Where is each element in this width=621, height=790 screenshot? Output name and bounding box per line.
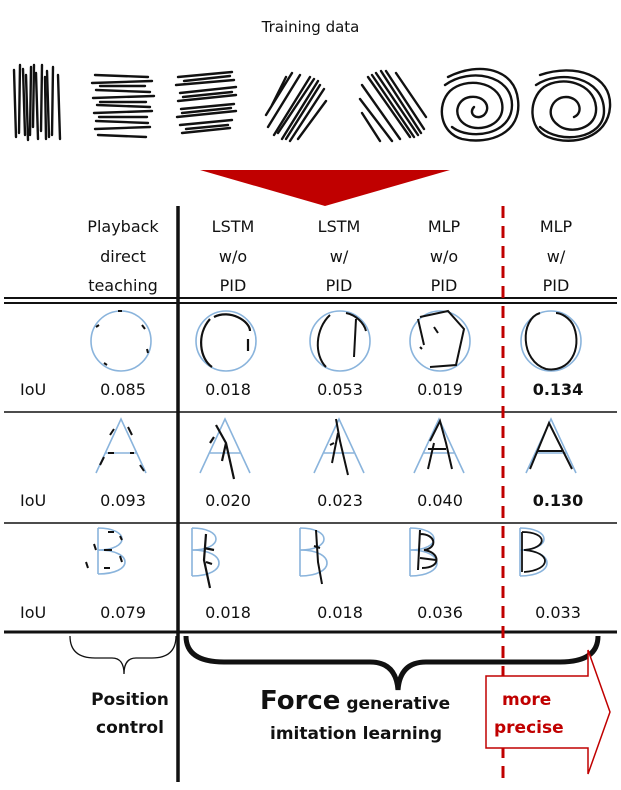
iou-circle-lstm-wo-pid: 0.018 (205, 380, 251, 399)
iou-a-lstm-wo-pid: 0.020 (205, 491, 251, 510)
iou-circle-lstm-w-pid: 0.053 (317, 380, 363, 399)
down-arrow-triangle (200, 170, 450, 206)
circle-mlp-w-pid (520, 310, 582, 372)
iou-a-lstm-w-pid: 0.023 (317, 491, 363, 510)
training-sample-horizontal-lines (90, 73, 156, 139)
iou-a-playback: 0.093 (100, 491, 146, 510)
letter-b-mlp-w-pid (519, 527, 548, 577)
training-sample-diagonal-up (264, 71, 328, 143)
force-learning-label: Force generative imitation learning (260, 686, 451, 744)
circle-playback (90, 310, 152, 372)
letter-b-lstm-w-pid (299, 527, 328, 585)
training-sample-spiral-2 (531, 69, 612, 142)
iou-circle-playback: 0.085 (100, 380, 146, 399)
iou-b-lstm-wo-pid: 0.018 (205, 603, 251, 622)
iou-b-mlp-w-pid: 0.033 (535, 603, 581, 622)
more-precise-arrow (485, 649, 611, 775)
circle-mlp-wo-pid (409, 309, 471, 372)
circle-lstm-wo-pid (195, 310, 257, 372)
letter-a-lstm-wo-pid (199, 417, 251, 480)
row-letter-a-drawings (95, 417, 577, 480)
letter-b-lstm-wo-pid (191, 527, 220, 589)
row-1-label: IoU (20, 380, 47, 399)
more-precise-label: more precise (494, 690, 564, 738)
row-circle-drawings (90, 309, 582, 372)
training-sample-diagonal-down (358, 69, 428, 143)
letter-b-playback (85, 527, 126, 575)
training-sample-slanted-lines (174, 70, 238, 135)
iou-a-mlp-wo-pid: 0.040 (417, 491, 463, 510)
circle-lstm-w-pid (309, 310, 371, 372)
letter-a-mlp-wo-pid (413, 417, 465, 474)
training-data-title: Training data (261, 18, 360, 36)
training-data-strip (12, 63, 612, 143)
letter-b-mlp-wo-pid (409, 527, 438, 577)
position-brace (69, 635, 177, 675)
force-brace (183, 635, 601, 691)
training-sample-spiral-1 (440, 67, 520, 142)
letter-a-playback (95, 417, 147, 474)
training-sample-vertical-lines (12, 63, 62, 142)
letter-a-mlp-w-pid (525, 417, 577, 474)
iou-b-lstm-w-pid: 0.018 (317, 603, 363, 622)
iou-circle-mlp-wo-pid: 0.019 (417, 380, 463, 399)
iou-a-mlp-w-pid: 0.130 (532, 491, 584, 510)
row-2-label: IoU (20, 491, 47, 510)
row-letter-b-drawings (85, 527, 548, 589)
iou-circle-mlp-w-pid: 0.134 (532, 380, 584, 399)
iou-b-mlp-wo-pid: 0.036 (417, 603, 463, 622)
letter-a-lstm-w-pid (313, 417, 365, 476)
row-3-label: IoU (20, 603, 47, 622)
iou-b-playback: 0.079 (100, 603, 146, 622)
position-control-label: Position control (91, 690, 169, 738)
